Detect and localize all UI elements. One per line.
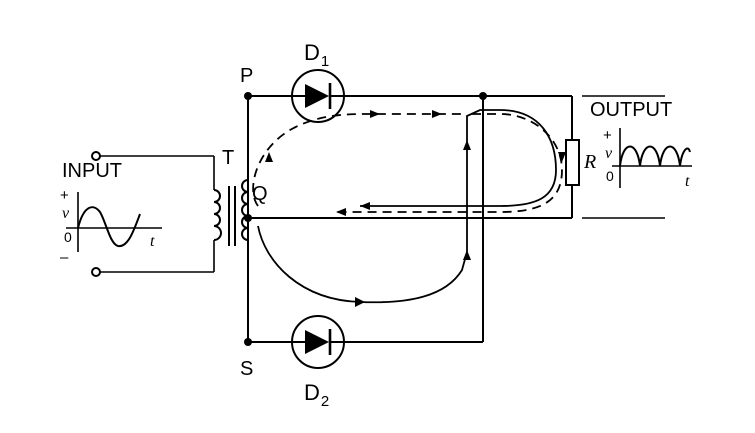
output-v-label: v xyxy=(605,145,613,162)
current-path-d2 xyxy=(257,109,557,307)
input-plus-label: + xyxy=(60,187,69,204)
node-output-junction xyxy=(479,92,487,100)
p-label: P xyxy=(240,65,253,87)
input-zero-label: 0 xyxy=(64,229,72,245)
dashed-arrow-right-1 xyxy=(370,110,380,118)
solid-arrow-right xyxy=(355,297,365,307)
output-t-label: t xyxy=(685,173,690,190)
input-minus-label: – xyxy=(60,249,69,266)
dashed-arrow-right-2 xyxy=(432,110,442,118)
output-rectified-wave xyxy=(619,145,691,167)
input-label: INPUT xyxy=(62,160,122,182)
dashed-arrow-left xyxy=(336,208,346,216)
input-sine-wave xyxy=(77,206,141,248)
transformer-icon xyxy=(91,151,249,277)
dashed-arrow-up xyxy=(265,152,273,162)
transformer-label: T xyxy=(222,147,234,169)
input-terminal-top xyxy=(91,151,101,161)
input-waveform-graph: + v 0 – t xyxy=(60,187,162,266)
input-t-label: t xyxy=(150,233,155,250)
output-waveform-graph: + v 0 t xyxy=(603,127,692,190)
output-label: OUTPUT xyxy=(590,99,672,121)
resistor-label: R xyxy=(583,151,596,173)
d1-label: D1 xyxy=(304,40,329,70)
dashed-arrow-down xyxy=(558,152,566,162)
dashed-path-return xyxy=(336,113,563,213)
diode-icon xyxy=(291,69,345,123)
solid-arrow-up-2 xyxy=(463,140,471,150)
s-label: S xyxy=(240,358,253,380)
q-label: Q xyxy=(252,183,268,205)
input-terminal-bottom xyxy=(91,267,101,277)
dashed-path-forward xyxy=(252,113,464,207)
node-s xyxy=(244,338,252,346)
diode-icon xyxy=(291,315,345,369)
solid-arrow-left xyxy=(360,202,370,210)
component-labels: D1 D2 P Q S T R INPUT OUTPUT xyxy=(62,40,672,410)
d2-label: D2 xyxy=(304,380,329,410)
output-plus-label: + xyxy=(603,127,612,144)
output-zero-label: 0 xyxy=(606,168,614,184)
solid-arrow-up-1 xyxy=(463,250,471,260)
resistor-icon xyxy=(565,139,580,186)
node-p xyxy=(244,92,252,100)
solid-path xyxy=(257,109,557,304)
current-path-d1 xyxy=(252,110,566,216)
input-v-label: v xyxy=(62,205,70,222)
